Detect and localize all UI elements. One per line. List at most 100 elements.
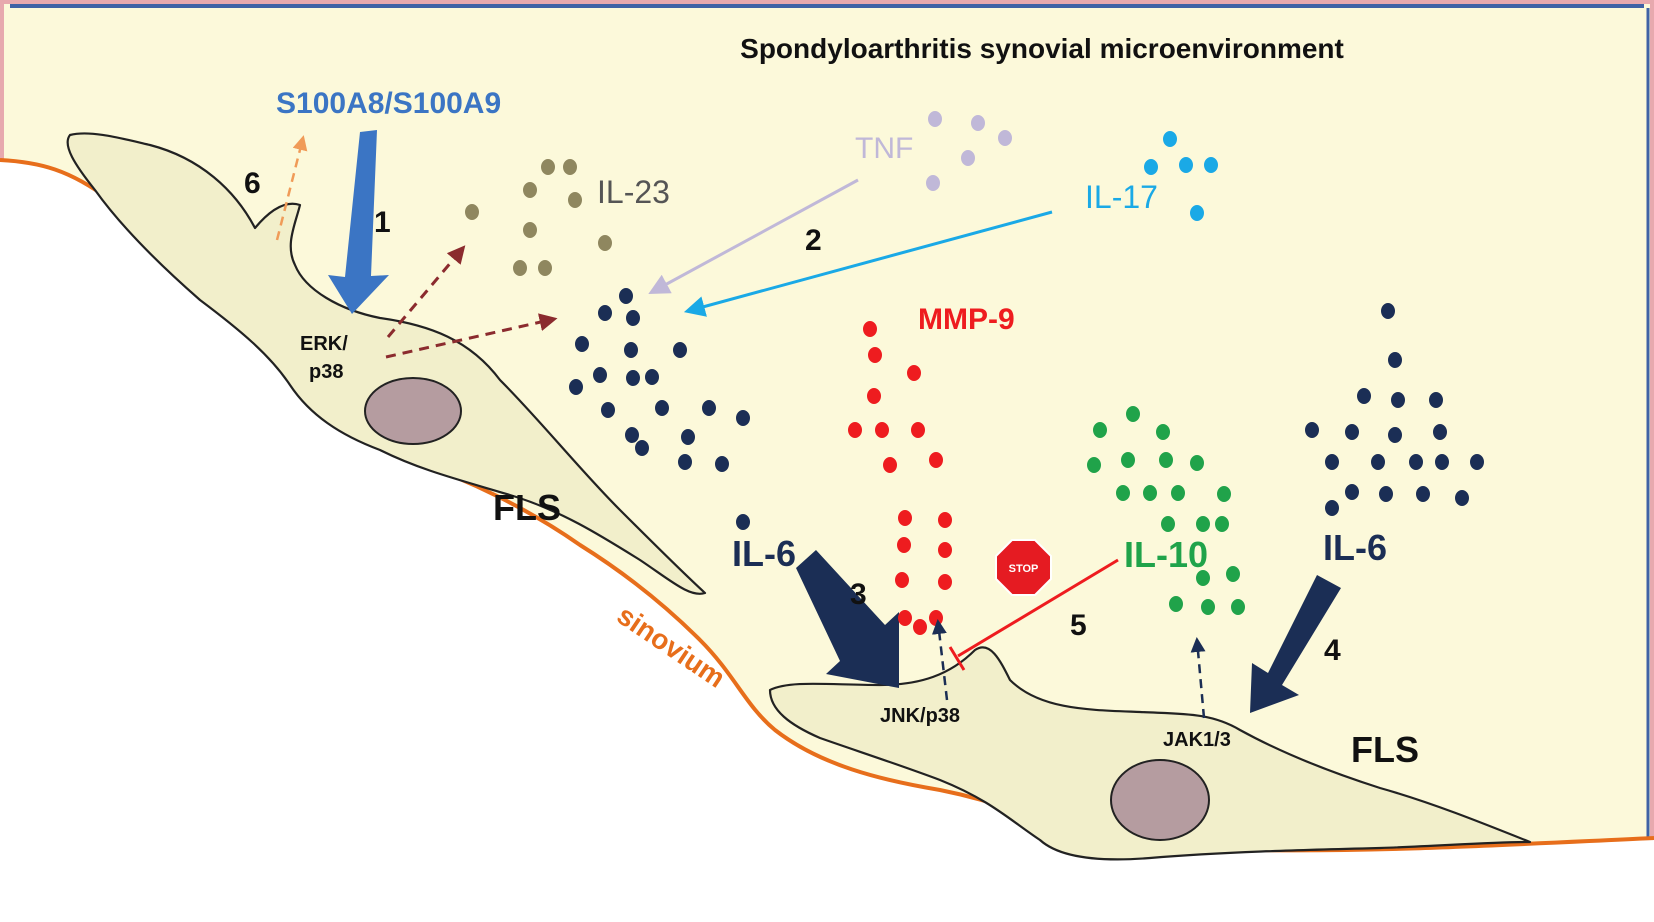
mmp9-dot [897,537,911,553]
il17-arrow [683,210,1053,317]
il6-left-dot [702,400,716,416]
il17-dot [1190,205,1204,221]
il6-left-dot [626,370,640,386]
il6-right-dot [1305,422,1319,438]
il6-left-dot [593,367,607,383]
il10-dot [1171,485,1185,501]
il23-dot [538,260,552,276]
jnk-label: JNK/p38 [880,705,960,727]
step-6-label: 6 [244,167,261,200]
erk-arrow-to-il23 [386,245,466,338]
s100-label: S100A8/S100A9 [276,87,501,120]
il6-right-dot [1388,427,1402,443]
step-2-label: 2 [805,224,822,257]
il6-left-dot [575,336,589,352]
il23-dot [563,159,577,175]
mmp9-dot [883,457,897,473]
il17-label: IL-17 [1085,179,1158,215]
nucleus-left [364,377,462,445]
erk-label-line2: p38 [309,361,343,383]
il23-dot [541,159,555,175]
il6-right-dot [1345,424,1359,440]
il6-right-dot [1357,388,1371,404]
il10-dot-cluster [1087,406,1245,615]
mmp9-dot [938,574,952,590]
il6-right-arrow [1250,575,1341,713]
il10-dot [1190,455,1204,471]
tissue-background [0,160,1654,922]
stop-sign-text: STOP [1009,563,1039,575]
il6-right-dot [1345,484,1359,500]
il6-right-dot [1409,454,1423,470]
il6-right-dot [1433,424,1447,440]
mmp9-dot [907,365,921,381]
il10-dot [1121,452,1135,468]
il6-right-dot-cluster [1305,303,1484,516]
il6-left-dot [569,379,583,395]
il23-label: IL-23 [597,174,670,210]
il10-dot [1156,424,1170,440]
il17-dot [1204,157,1218,173]
erk-arrow-to-il6 [385,313,558,359]
mmp9-dot [929,452,943,468]
mmp9-label: MMP-9 [918,303,1015,336]
step-1-label: 1 [374,206,391,239]
fls-cell-right [768,646,1532,861]
il6-right-dot [1388,352,1402,368]
il6-left-dot [736,410,750,426]
il6-right-label: IL-6 [1323,527,1387,568]
mmp9-dot [848,422,862,438]
il6-left-dot [624,342,638,358]
mmp9-dot [938,542,952,558]
mmp9-dot [898,510,912,526]
step-4-label: 4 [1324,634,1341,667]
il10-dot [1116,485,1130,501]
fls-left-label: FLS [493,487,561,528]
il6-left-dot [681,429,695,445]
mmp9-dot [929,610,943,626]
il6-left-dot [619,288,633,304]
arrow-6 [275,135,308,241]
mmp9-dot [898,610,912,626]
step-5-label: 5 [1070,609,1087,642]
il6-right-dot [1429,392,1443,408]
il6-left-label: IL-6 [732,533,796,574]
tnf-label: TNF [855,132,913,165]
il10-dot [1169,596,1183,612]
il10-dot [1161,516,1175,532]
il6-left-arrow [796,550,899,688]
il6-left-dot [601,402,615,418]
il10-dot [1126,406,1140,422]
il10-dot [1196,570,1210,586]
jnk-arrow-to-mmp9 [931,619,949,701]
stop-sign-icon: STOP [995,539,1052,596]
il6-left-dot [625,427,639,443]
mmp9-dot [868,347,882,363]
s100-arrow [328,130,389,314]
nucleus-right [1110,759,1210,841]
il23-dot [598,235,612,251]
il10-inhibit-line [957,558,1119,658]
il10-inhibit-bar [948,646,966,671]
il23-dot [568,192,582,208]
il10-dot [1093,422,1107,438]
jak-label: JAK1/3 [1163,729,1231,751]
il23-dot [523,222,537,238]
il6-right-dot [1325,500,1339,516]
tnf-dot [961,150,975,166]
il10-dot [1087,457,1101,473]
mmp9-dot [895,572,909,588]
il6-right-dot [1455,490,1469,506]
il10-dot [1226,566,1240,582]
il10-dot [1231,599,1245,615]
tnf-dot [926,175,940,191]
il6-right-dot [1416,486,1430,502]
il6-left-dot [655,400,669,416]
il23-dot [513,260,527,276]
il6-left-dot-cluster [569,288,750,530]
mmp9-dot [875,422,889,438]
il6-right-dot [1325,454,1339,470]
il6-right-dot [1470,454,1484,470]
fls-right-label: FLS [1351,729,1419,770]
